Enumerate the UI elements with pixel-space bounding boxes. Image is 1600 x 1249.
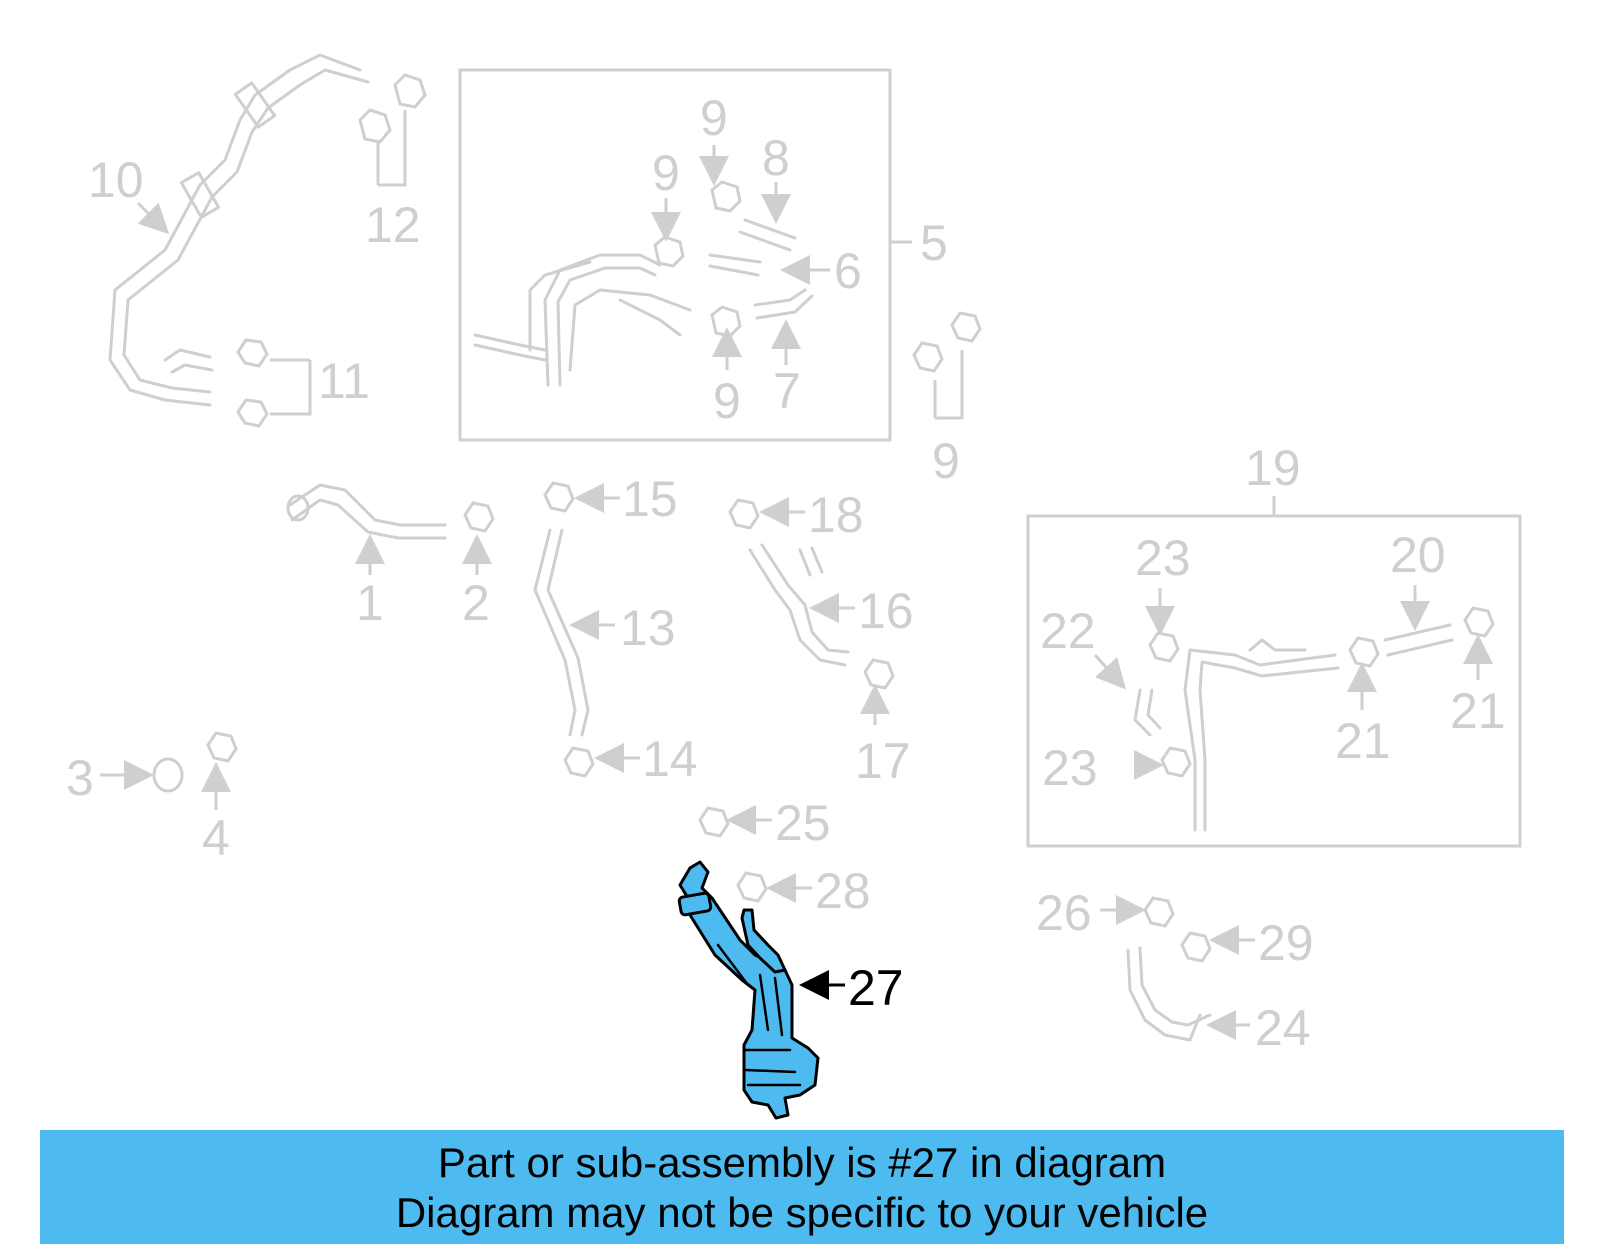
clip-23a — [1148, 631, 1180, 663]
label-17: 17 — [855, 733, 911, 789]
hose-6 — [708, 253, 762, 277]
assembly-box-5 — [458, 68, 892, 442]
clip-23b — [1160, 746, 1192, 778]
hose-group-19 — [1183, 648, 1340, 832]
plug-3 — [152, 757, 184, 793]
label-26: 26 — [1036, 885, 1092, 941]
hose-group-5 — [473, 253, 692, 387]
label-9c: 9 — [713, 373, 741, 429]
clip-15 — [543, 481, 575, 513]
hose-1 — [288, 483, 447, 540]
hose-13 — [533, 528, 590, 737]
clip-9c — [710, 305, 742, 338]
hose-16 — [748, 543, 850, 667]
clip-29 — [1180, 931, 1212, 963]
label-25: 25 — [775, 795, 831, 851]
hose-8 — [738, 218, 797, 252]
clip-26 — [1143, 896, 1175, 928]
label-3: 3 — [66, 750, 94, 806]
clip-11 — [236, 338, 269, 428]
label-29: 29 — [1258, 915, 1314, 971]
label-23a: 23 — [1135, 530, 1191, 586]
clip-12 — [358, 73, 427, 144]
label-20: 20 — [1390, 527, 1446, 583]
label-7: 7 — [773, 363, 801, 419]
highlighted-part-27[interactable] — [677, 860, 820, 1120]
label-15: 15 — [622, 471, 678, 527]
hose-20 — [1383, 623, 1454, 657]
elbow-22 — [1133, 688, 1162, 737]
label-1: 1 — [356, 575, 384, 631]
clip-18 — [728, 498, 760, 530]
hose-24 — [1126, 946, 1212, 1042]
label-23b: 23 — [1042, 740, 1098, 796]
label-22: 22 — [1040, 603, 1096, 659]
label-11: 11 — [318, 353, 370, 409]
clip-21a — [1348, 636, 1380, 668]
clip-9b — [653, 235, 685, 268]
label-8: 8 — [762, 130, 790, 186]
label-14: 14 — [642, 731, 698, 787]
clip-9e — [950, 311, 982, 343]
label-13: 13 — [620, 600, 676, 656]
clip-14 — [563, 746, 595, 778]
clip-9d — [912, 341, 944, 373]
label-10: 10 — [88, 152, 144, 208]
label-5: 5 — [920, 215, 948, 271]
hose-7 — [753, 288, 814, 320]
label-9b: 9 — [652, 145, 680, 201]
clip-2 — [463, 501, 495, 533]
clip-9a — [710, 180, 742, 213]
info-banner: Part or sub-assembly is #27 in diagram D… — [40, 1130, 1564, 1244]
label-21b: 21 — [1450, 683, 1506, 739]
label-9d: 9 — [932, 433, 960, 489]
clip-4 — [206, 731, 238, 763]
label-9a: 9 — [700, 90, 728, 146]
label-2: 2 — [462, 575, 490, 631]
clip-17 — [863, 658, 895, 690]
assembly-box-19 — [1026, 514, 1522, 848]
clip-28 — [736, 871, 768, 903]
banner-line-1: Part or sub-assembly is #27 in diagram — [437, 1139, 1167, 1186]
label-12: 12 — [365, 197, 421, 253]
label-16: 16 — [858, 583, 914, 639]
clip-21b — [1463, 606, 1495, 638]
label-19: 19 — [1245, 440, 1301, 496]
label-28: 28 — [815, 863, 871, 919]
label-21a: 21 — [1335, 713, 1391, 769]
clip-25 — [698, 806, 730, 838]
label-24: 24 — [1255, 1000, 1311, 1056]
label-4: 4 — [202, 810, 230, 866]
banner-line-2: Diagram may not be specific to your vehi… — [395, 1189, 1209, 1236]
label-27: 27 — [848, 960, 904, 1016]
hose-assembly-10 — [108, 53, 370, 407]
label-18: 18 — [808, 487, 864, 543]
label-6: 6 — [834, 243, 862, 299]
